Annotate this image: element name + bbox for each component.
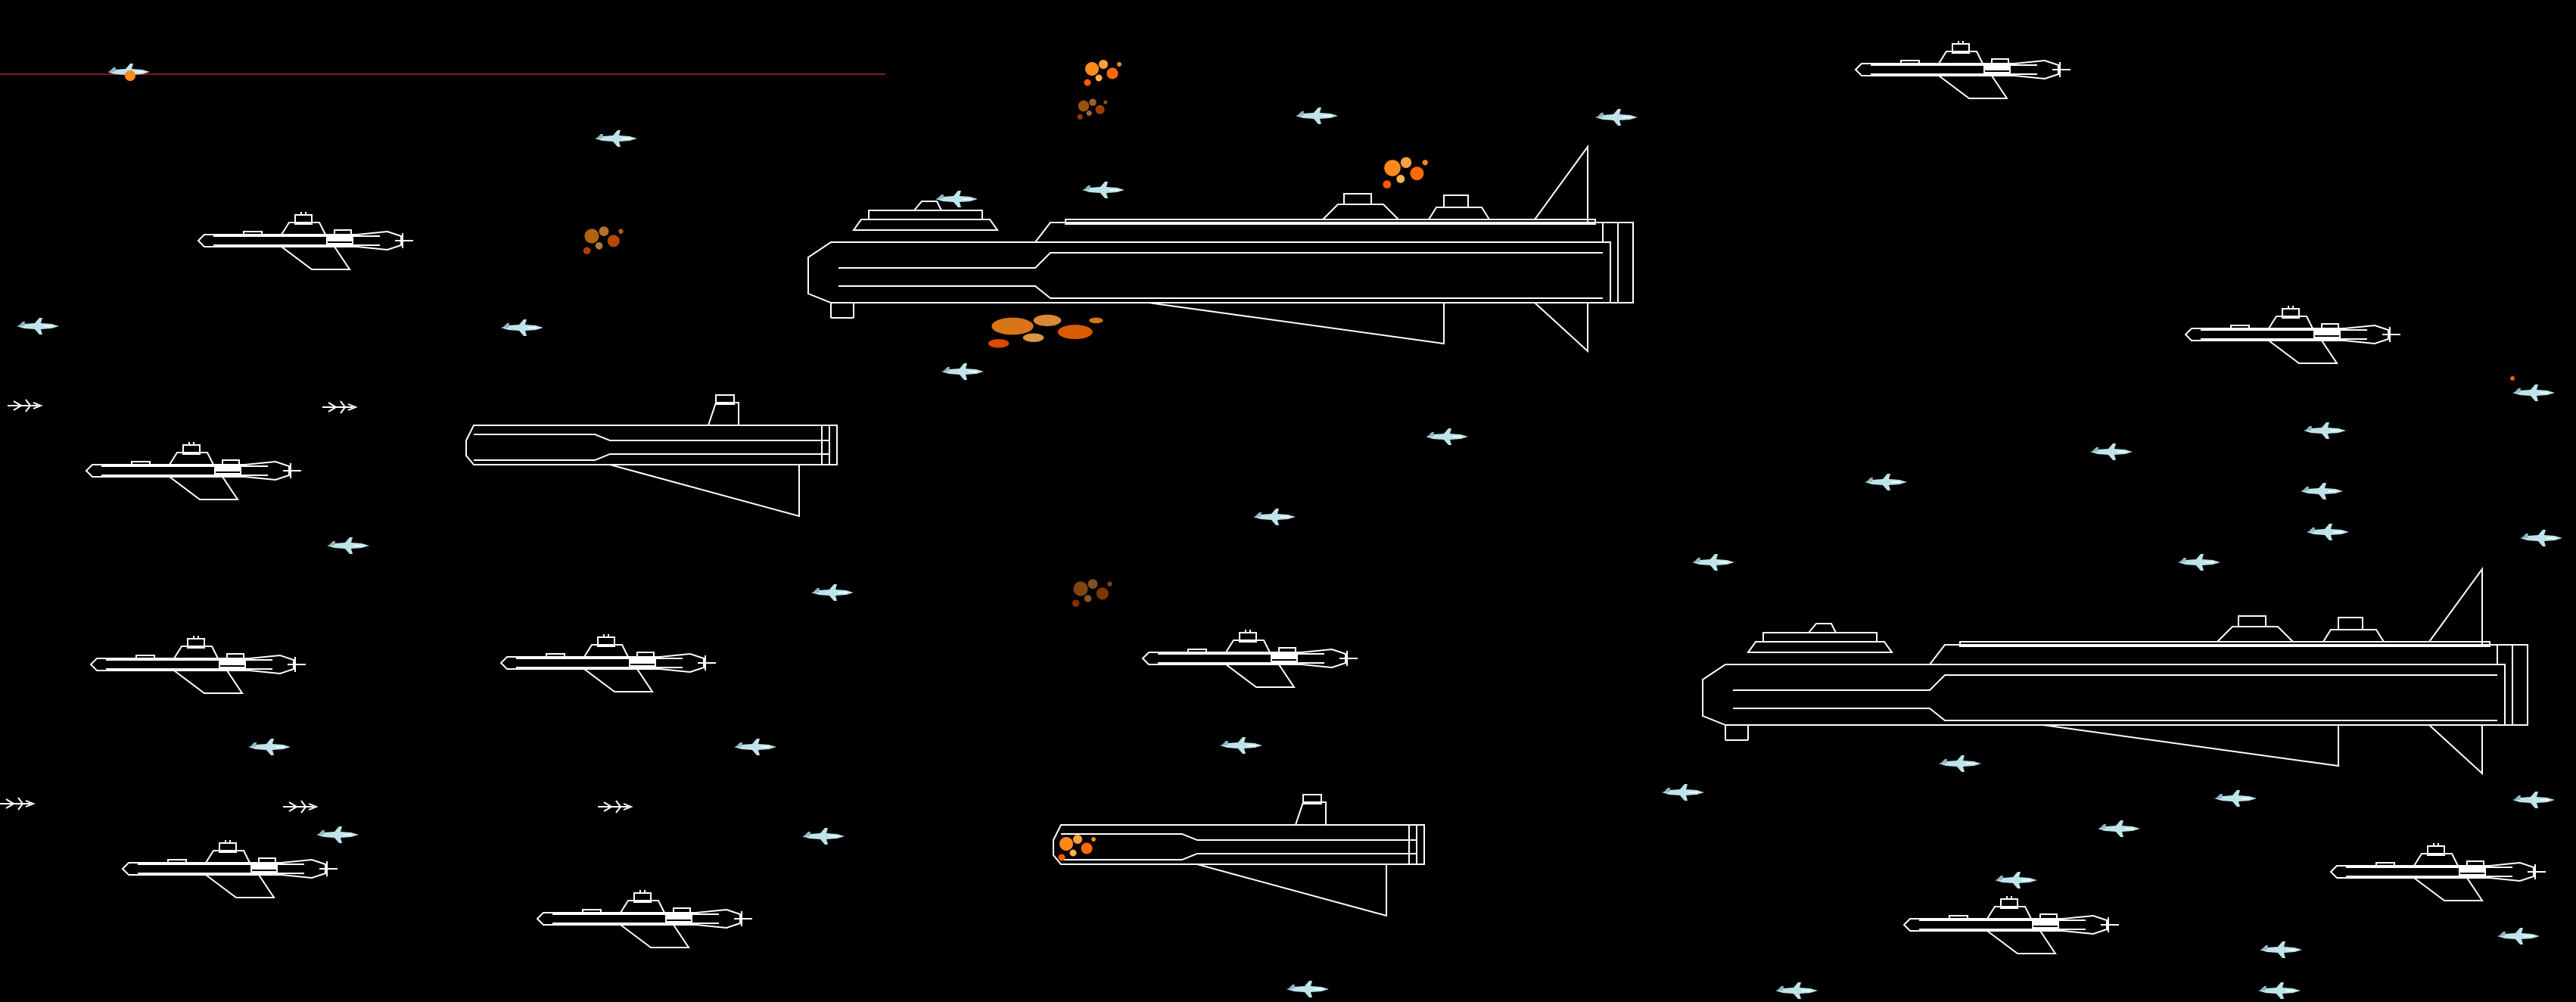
destroyer-unit-9[interactable] [2185,305,2401,364]
fighter-unit-28[interactable] [1939,755,1981,772]
destroyer-unit-7[interactable] [537,889,753,948]
battleship-unit-1[interactable] [807,146,1634,352]
explosion-6 [1072,579,1112,607]
fighter-unit-26[interactable] [2512,384,2555,401]
explosion-1 [1084,60,1122,86]
fighter-unit-15[interactable] [1426,428,1468,445]
fighter-unit-21[interactable] [2090,443,2133,460]
destroyer-unit-4[interactable] [500,633,717,692]
carrier-unit-1[interactable] [465,394,838,517]
fighter-unit-9[interactable] [316,826,359,843]
battleship-unit-2[interactable] [1702,568,2528,774]
fighter-unit-22[interactable] [2304,422,2346,439]
fighter-unit-30[interactable] [2214,790,2257,807]
explosion-5 [988,314,1103,348]
fighter-unit-34[interactable] [2497,928,2540,944]
destroyer-unit-11[interactable] [2330,842,2546,901]
fighter-unit-13[interactable] [1595,109,1638,126]
fighter-unit-38[interactable] [935,191,978,207]
destroyer-unit-1[interactable] [198,211,414,270]
small-fighter-unit-3[interactable] [282,800,317,814]
destroyer-unit-10[interactable] [1903,895,2120,954]
small-fighter-unit-2[interactable] [322,400,356,414]
explosion-3 [583,226,624,254]
small-fighter-unit-5[interactable] [0,797,34,811]
small-fighter-unit-4[interactable] [597,800,632,814]
fighter-unit-10[interactable] [802,828,845,845]
fighter-unit-11[interactable] [1082,182,1125,198]
fighter-unit-36[interactable] [1775,982,1818,999]
fighter-unit-6[interactable] [811,584,854,601]
fighter-unit-19[interactable] [1692,554,1734,571]
fighter-unit-4[interactable] [501,319,543,336]
fighter-unit-12[interactable] [1296,107,1338,124]
fighter-unit-8[interactable] [734,739,776,755]
explosion-small-1 [125,70,135,81]
fighter-unit-5[interactable] [327,537,369,554]
fighter-unit-29[interactable] [1662,784,1704,801]
fighter-unit-33[interactable] [1995,872,2037,888]
fighter-unit-23[interactable] [2301,483,2343,499]
fighter-unit-18[interactable] [1286,981,1329,997]
destroyer-unit-3[interactable] [90,635,306,694]
destroyer-unit-2[interactable] [86,441,302,500]
fighter-unit-27[interactable] [2520,530,2562,546]
destroyer-unit-6[interactable] [122,839,338,898]
fighter-unit-2[interactable] [595,130,637,147]
fighter-unit-3[interactable] [17,318,59,335]
destroyer-unit-8[interactable] [1855,40,2071,99]
fighter-unit-32[interactable] [2098,820,2140,837]
fighter-unit-24[interactable] [2307,524,2349,540]
carrier-unit-2[interactable] [1053,794,1425,916]
fighter-unit-20[interactable] [1865,474,1907,490]
explosion-4 [1383,157,1428,188]
fighter-unit-16[interactable] [1253,509,1296,525]
fighter-unit-25[interactable] [2178,554,2220,571]
fighter-unit-31[interactable] [2512,792,2555,808]
fighter-unit-17[interactable] [1220,737,1262,754]
fighter-unit-7[interactable] [248,739,291,755]
explosion-7 [1058,835,1096,861]
explosion-small-2 [2510,376,2515,381]
explosion-2 [1077,98,1108,120]
fighter-unit-14[interactable] [941,363,984,380]
fighter-unit-37[interactable] [2258,982,2301,999]
destroyer-unit-5[interactable] [1142,629,1358,688]
small-fighter-unit-1[interactable] [7,399,42,412]
fighter-unit-35[interactable] [2260,941,2302,958]
